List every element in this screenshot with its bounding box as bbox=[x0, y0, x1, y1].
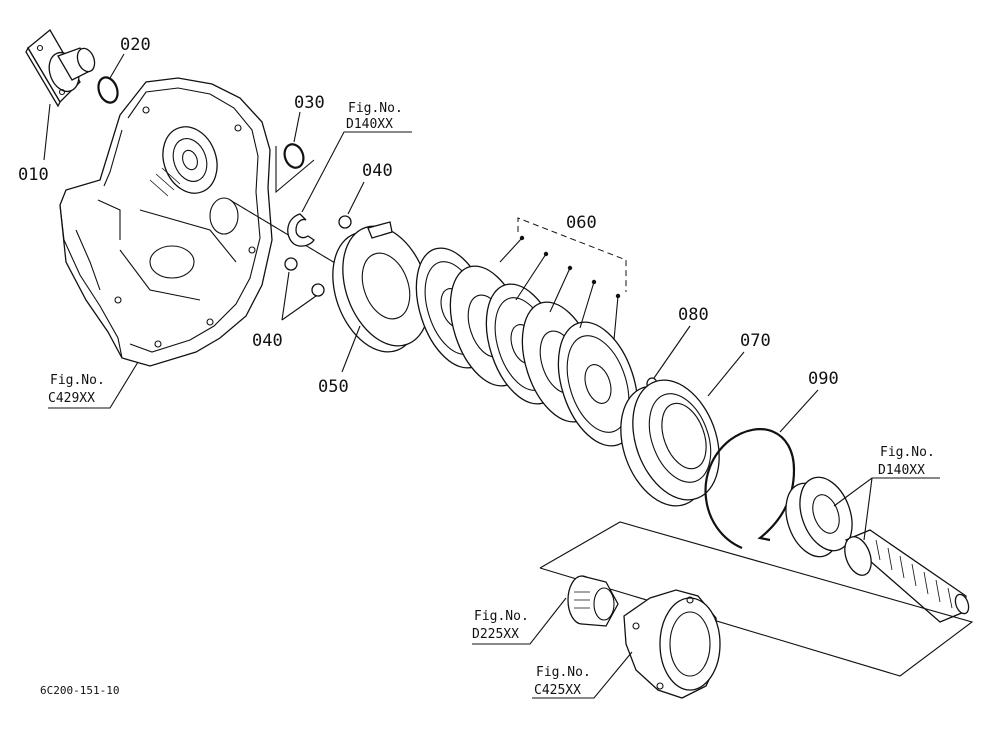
fig-ref-code: C429XX bbox=[48, 391, 95, 406]
fig-ref-d140-right: Fig.No. D140XX bbox=[878, 445, 935, 478]
coupling-ref-d225 bbox=[567, 575, 619, 627]
part-040-ball-upper bbox=[338, 215, 352, 229]
fig-ref-d140-top: Fig.No. D140XX bbox=[346, 101, 403, 132]
part-010-flange-plug bbox=[25, 29, 96, 108]
fig-ref-d225: Fig.No. D225XX bbox=[472, 609, 529, 642]
fig-ref-title: Fig.No. bbox=[348, 101, 403, 116]
gear-case-housing bbox=[59, 77, 273, 367]
circlip-ref-d140 bbox=[287, 213, 315, 247]
fig-ref-code: D225XX bbox=[472, 627, 519, 642]
bearing-ref-d140 bbox=[785, 476, 853, 558]
drawing-code: 6C200-151-10 bbox=[40, 684, 119, 697]
fig-ref-title: Fig.No. bbox=[536, 665, 591, 680]
bearing-housing-ref-c425 bbox=[623, 589, 721, 699]
part-040-ball-lower-a bbox=[284, 257, 298, 271]
fig-ref-code: C425XX bbox=[534, 683, 581, 698]
part-050-piston-plate bbox=[332, 221, 430, 353]
label-090: 090 bbox=[808, 369, 839, 389]
label-080: 080 bbox=[678, 305, 709, 325]
fig-ref-c429: Fig.No. C429XX bbox=[48, 373, 105, 406]
label-050: 050 bbox=[318, 377, 349, 397]
leader-lines bbox=[43, 53, 940, 699]
label-060: 060 bbox=[566, 213, 597, 233]
part-040-ball-lower-b bbox=[311, 283, 325, 297]
plate-pack-bracket bbox=[499, 217, 627, 341]
part-070-clutch-housing bbox=[620, 379, 720, 507]
output-shaft bbox=[844, 529, 970, 623]
part-090-snap-ring bbox=[704, 428, 796, 550]
label-030: 030 bbox=[294, 93, 325, 113]
part-060-clutch-plate-pack bbox=[415, 217, 639, 447]
label-010: 010 bbox=[18, 165, 49, 185]
fig-ref-code: D140XX bbox=[346, 117, 393, 132]
part-030-snap-ring bbox=[275, 143, 315, 194]
fig-ref-c425: Fig.No. C425XX bbox=[534, 665, 591, 698]
fig-ref-title: Fig.No. bbox=[50, 373, 105, 388]
fig-ref-title: Fig.No. bbox=[474, 609, 529, 624]
label-040-lower: 040 bbox=[252, 331, 283, 351]
part-020-o-ring bbox=[97, 76, 119, 104]
clutch-disc-5 bbox=[557, 321, 639, 447]
label-040-upper: 040 bbox=[362, 161, 393, 181]
fig-ref-title: Fig.No. bbox=[880, 445, 935, 460]
label-070: 070 bbox=[740, 331, 771, 351]
label-020: 020 bbox=[120, 35, 151, 55]
fig-ref-code: D140XX bbox=[878, 463, 925, 478]
